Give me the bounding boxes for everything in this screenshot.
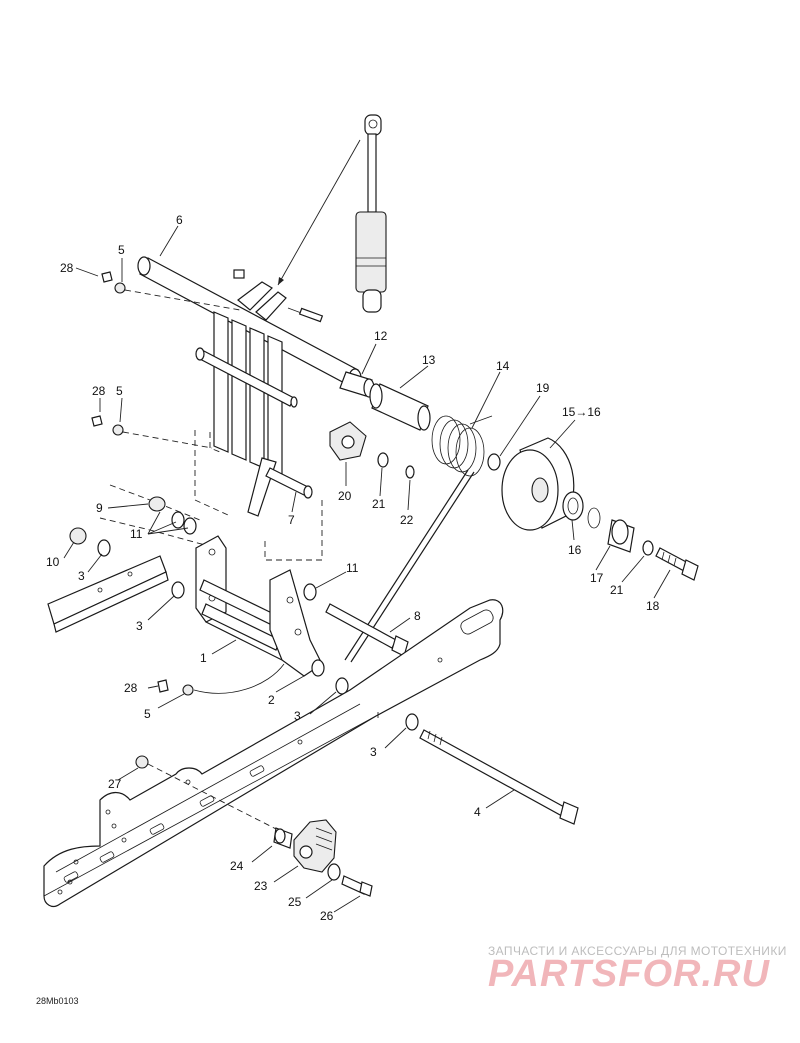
callout-28-b: 28 <box>92 384 106 398</box>
callout-9: 9 <box>96 501 103 515</box>
drawing-code: 28Mb0103 <box>36 996 79 1006</box>
callout-28-a: 28 <box>60 261 74 275</box>
wheel-bolt <box>655 547 699 581</box>
callout-24: 24 <box>230 859 244 873</box>
callout-28-c: 28 <box>124 681 138 695</box>
callout-5-a: 5 <box>118 243 125 257</box>
callout-3-b: 3 <box>136 619 143 633</box>
callout-5-b: 5 <box>116 384 123 398</box>
cam-adjuster <box>329 421 367 461</box>
callout-17: 17 <box>590 571 604 585</box>
callout-3-c: 3 <box>294 709 301 723</box>
callout-23: 23 <box>254 879 268 893</box>
bearing <box>562 491 584 521</box>
callout-12: 12 <box>374 329 388 343</box>
callout-11-a: 11 <box>130 527 143 541</box>
callout-13: 13 <box>422 353 436 367</box>
callout-8: 8 <box>414 609 421 623</box>
callout-4: 4 <box>474 805 481 819</box>
callout-21-a: 21 <box>372 497 386 511</box>
rail-stopper <box>273 819 373 897</box>
arm-frame <box>195 311 298 477</box>
callout-16: 16 <box>568 543 582 557</box>
callout-3-d: 3 <box>370 745 377 759</box>
left-washers <box>69 496 197 599</box>
callout-10: 10 <box>46 555 60 569</box>
callout-19: 19 <box>536 381 550 395</box>
callout-11-b: 11 <box>346 561 359 575</box>
nut-27 <box>135 755 149 769</box>
shaft-end-bushing <box>339 371 375 398</box>
leader-lines <box>63 225 671 913</box>
watermark-tagline: ЗАПЧАСТИ И АКСЕССУАРЫ ДЛЯ МОТОТЕХНИКИ <box>488 944 787 958</box>
callout-6: 6 <box>176 213 183 227</box>
callout-18: 18 <box>646 599 660 613</box>
shock-absorber <box>355 114 387 313</box>
callout-22: 22 <box>400 513 414 527</box>
callout-labels: 28 5 6 12 13 14 19 15→16 28 5 20 21 22 7… <box>46 213 660 923</box>
long-bolt-4 <box>419 729 579 825</box>
callout-26: 26 <box>320 909 334 923</box>
spacer <box>607 519 635 553</box>
lower-fasteners <box>157 663 285 696</box>
callout-1: 1 <box>200 651 207 665</box>
callout-20: 20 <box>338 489 352 503</box>
callout-7: 7 <box>288 513 295 527</box>
callout-5-c: 5 <box>144 707 151 721</box>
callout-15-16: 15→16 <box>562 405 601 419</box>
watermark-logo: PARTSFOR.RU <box>488 953 770 995</box>
idler-wheel <box>501 437 575 531</box>
left-rail-segment <box>47 555 169 633</box>
callout-27: 27 <box>108 777 122 791</box>
main-bracket <box>195 535 325 677</box>
callout-3-a: 3 <box>78 569 85 583</box>
pivot-arm <box>247 457 313 517</box>
shock-bracket <box>233 269 324 323</box>
callout-2: 2 <box>268 693 275 707</box>
bolt-8 <box>325 603 409 657</box>
top-left-fasteners <box>91 271 241 449</box>
spring-sleeve <box>369 383 431 431</box>
callout-14: 14 <box>496 359 510 373</box>
callout-21-b: 21 <box>610 583 624 597</box>
callout-25: 25 <box>288 895 302 909</box>
